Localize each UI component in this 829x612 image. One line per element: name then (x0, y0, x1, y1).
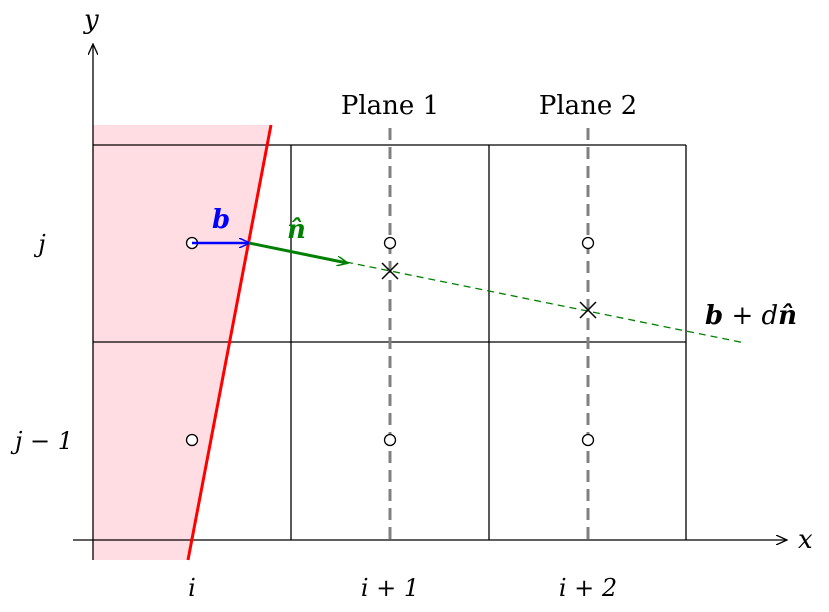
vector-b-label: b (212, 205, 230, 235)
intersection-cross-plane-1 (381, 262, 399, 280)
b-plus-dn-op: + (723, 301, 761, 331)
vector-n-hat-label: n̂ (287, 215, 306, 245)
row-label-j: j (33, 230, 46, 258)
b-plus-dn-d: d (762, 301, 779, 331)
column-label-i-plus-1: i + 1 (361, 574, 419, 602)
cell-center-i2-j (581, 236, 595, 250)
b-plus-dn-b: b (705, 301, 723, 331)
vector-n-hat (248, 241, 347, 263)
plane-2-label: Plane 2 (539, 91, 637, 121)
x-axis-label: x (798, 525, 813, 555)
cell-center-i2-jm1 (581, 433, 595, 447)
b-plus-dn-label: b + dn̂ (705, 301, 797, 331)
b-plus-dn-n: n̂ (778, 301, 797, 331)
extension-line (345, 261, 746, 344)
cell-center-i1-jm1 (383, 433, 397, 447)
cell-center-i-jm1 (185, 433, 199, 447)
cell-center-i1-j (383, 236, 397, 250)
intersection-cross-plane-2 (579, 301, 597, 319)
row-label-j-minus-1: j − 1 (10, 427, 73, 455)
column-label-i-plus-2: i + 2 (559, 574, 617, 602)
boundary-line (186, 124, 273, 561)
y-axis-label: y (83, 5, 99, 35)
plane-1-label: Plane 1 (341, 91, 439, 121)
column-label-i: i (188, 574, 196, 602)
cell-centers (185, 236, 595, 447)
